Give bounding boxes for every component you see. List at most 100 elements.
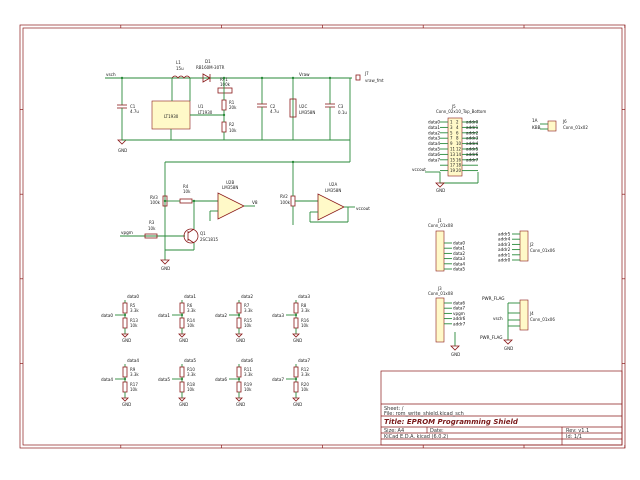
j2-net: addr5 bbox=[498, 232, 511, 237]
divider-side-label: data1 bbox=[158, 313, 170, 318]
j5-pin-left: 15 bbox=[450, 157, 456, 162]
r3-val: 10k bbox=[148, 226, 156, 231]
divider-net-label: data0 bbox=[127, 294, 139, 299]
resistor-bottom-ref: R14 bbox=[187, 318, 195, 323]
tb-tool: KiCad E.D.A. kicad (6.0.2) bbox=[384, 434, 448, 440]
gnd-label: GND bbox=[179, 402, 188, 407]
r4-val: 10k bbox=[183, 189, 191, 194]
tb-rev: Rev: v1.1 bbox=[566, 428, 589, 434]
j4-ref: J4 bbox=[529, 311, 534, 316]
j5-pin-left: 5 bbox=[450, 130, 453, 135]
gnd-icon bbox=[235, 333, 243, 338]
j1-net: data5 bbox=[453, 267, 465, 272]
j5-net-left: data1 bbox=[428, 125, 440, 130]
rv3-ref: RV3 bbox=[150, 195, 158, 200]
divider-side-label: data6 bbox=[215, 377, 227, 382]
gnd-symbol-j4 bbox=[503, 339, 513, 345]
j5-net-right: addr1 bbox=[466, 125, 479, 130]
r2-val: 10k bbox=[229, 128, 237, 133]
divider-net-label: data3 bbox=[298, 294, 310, 299]
j3-val: Conn_01x08 bbox=[428, 291, 453, 296]
resistor-bottom bbox=[179, 317, 185, 329]
j1-net: data2 bbox=[453, 251, 465, 256]
j5-net-left: data6 bbox=[428, 152, 440, 157]
divider-side-label: data4 bbox=[101, 377, 113, 382]
resistor-r4 bbox=[179, 198, 193, 204]
r1-val: 20k bbox=[229, 105, 237, 110]
j5-pin-right: 18 bbox=[456, 163, 462, 168]
j5-pin-right: 2 bbox=[456, 120, 459, 125]
j6-val: Conn_01x02 bbox=[563, 125, 588, 130]
pwr-flag-1: PWR_FLAG bbox=[482, 296, 505, 301]
resistor-top-val: 3.3k bbox=[301, 308, 310, 313]
resistor-top bbox=[179, 366, 185, 378]
j5-pin-left: 1 bbox=[450, 120, 453, 125]
j5-pin-left: 17 bbox=[450, 163, 456, 168]
j5-net-left: data7 bbox=[428, 157, 440, 162]
gnd-icon bbox=[292, 397, 300, 402]
j5-net-left: data0 bbox=[428, 120, 440, 125]
j5-net-left: data2 bbox=[428, 130, 440, 135]
resistor-top-ref: R9 bbox=[130, 367, 136, 372]
gnd-label: GND bbox=[179, 338, 188, 343]
c2-ref: C2 bbox=[270, 104, 276, 109]
tb-date: Date: bbox=[430, 428, 444, 434]
j5-pin-right: 8 bbox=[456, 136, 459, 141]
j6-ref: J6 bbox=[562, 119, 567, 124]
u1-val: LT1930 bbox=[198, 110, 213, 115]
j5-net-right: addr2 bbox=[466, 130, 479, 135]
j2-net: addr3 bbox=[498, 242, 511, 247]
gnd-icon bbox=[235, 397, 243, 402]
resistor-top-ref: R12 bbox=[301, 367, 309, 372]
divider-side-label: data3 bbox=[272, 313, 284, 318]
j5-net-right: addr7 bbox=[466, 157, 479, 162]
d1-val: RB160M-30TR bbox=[196, 65, 225, 70]
j1-net: data4 bbox=[453, 261, 465, 266]
j2-net: addr2 bbox=[498, 247, 511, 252]
j5-pin-right: 14 bbox=[456, 152, 462, 157]
j5-ref: J5 bbox=[451, 104, 456, 109]
rv2-ref: RV2 bbox=[280, 194, 288, 199]
resistor-bottom-ref: R13 bbox=[130, 318, 138, 323]
j5-net-right: addr4 bbox=[466, 141, 479, 146]
tb-file: File: rom_write_shield.kicad_sch bbox=[384, 411, 464, 417]
r2-ref: R2 bbox=[229, 122, 235, 127]
j3-net: addr6 bbox=[453, 316, 466, 321]
j7-ref: J7 bbox=[364, 71, 369, 76]
j7-val: vraw_fmt bbox=[365, 78, 384, 83]
j5-pin-right: 6 bbox=[456, 130, 459, 135]
connector-j7 bbox=[355, 74, 361, 81]
rv1-val: 100k bbox=[220, 82, 231, 87]
j6-pin2-net: KBB bbox=[532, 125, 541, 130]
u1-pin-label: LT1930 bbox=[164, 114, 179, 119]
u2b-val: LM358N bbox=[222, 185, 238, 190]
gnd-icon bbox=[121, 333, 129, 338]
pot-rv1 bbox=[217, 87, 233, 94]
inductor-l1 bbox=[171, 75, 191, 79]
j1-net: data1 bbox=[453, 246, 465, 251]
resistor-bottom bbox=[236, 381, 242, 393]
resistor-r3 bbox=[144, 233, 158, 239]
divider-side-label: data5 bbox=[158, 377, 170, 382]
power-section: vsch C1 4.7u GND L1 15u D1 RB160M-30TR L… bbox=[105, 59, 384, 163]
amplifier-section: RV3 100k R4 10k U2B LM358N V8 RV2 100k U… bbox=[120, 160, 370, 271]
transistor-q1 bbox=[183, 228, 199, 244]
rv2-val: 100k bbox=[280, 200, 291, 205]
u2c-ref: U2C bbox=[299, 104, 307, 109]
resistor-bottom bbox=[179, 381, 185, 393]
j4-net-vsch: vsch bbox=[493, 316, 503, 321]
j5-pin-left: 19 bbox=[450, 168, 456, 173]
net-label-vccout: vccout bbox=[356, 206, 370, 211]
divider-net-label: data1 bbox=[184, 294, 196, 299]
gnd-label: GND bbox=[122, 402, 131, 407]
u2b-ref: U2B bbox=[226, 180, 234, 185]
resistor-top bbox=[293, 302, 299, 314]
resistor-bottom bbox=[293, 317, 299, 329]
j5-pin-right: 12 bbox=[456, 147, 462, 152]
resistor-top bbox=[236, 366, 242, 378]
connector-j6: 1A KBB J6 Conn_01x02 bbox=[532, 118, 588, 132]
